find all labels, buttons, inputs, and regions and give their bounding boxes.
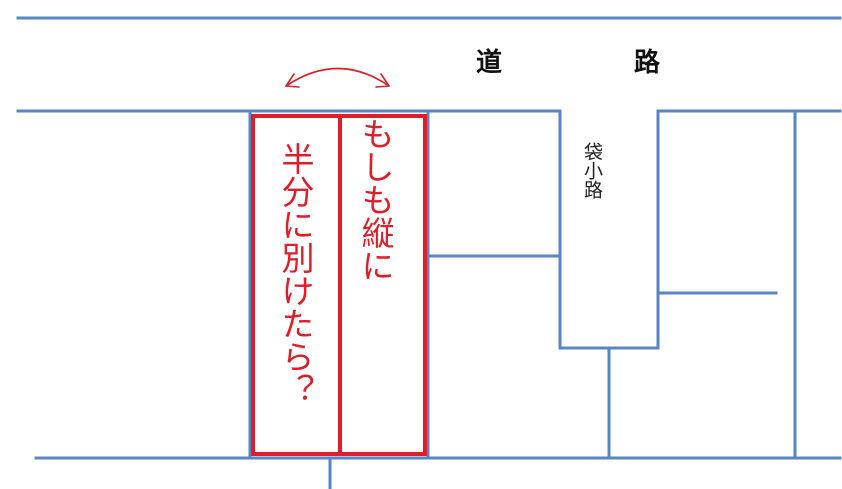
split-half-note: 半分に別けたら？ <box>276 142 315 406</box>
swap-arrowhead-left <box>285 73 300 88</box>
swap-arc <box>285 67 390 87</box>
vertical-split-note: もしも縦に <box>356 117 395 282</box>
boundary-lines <box>16 16 842 489</box>
road-label-char-1: 道 <box>476 48 503 78</box>
alley-label: 袋小路 <box>581 142 603 199</box>
road-label-char-2: 路 <box>634 48 661 78</box>
swap-arrowhead-right <box>375 73 390 88</box>
highlighted-lot <box>251 114 427 456</box>
swap-arrow <box>285 67 390 88</box>
